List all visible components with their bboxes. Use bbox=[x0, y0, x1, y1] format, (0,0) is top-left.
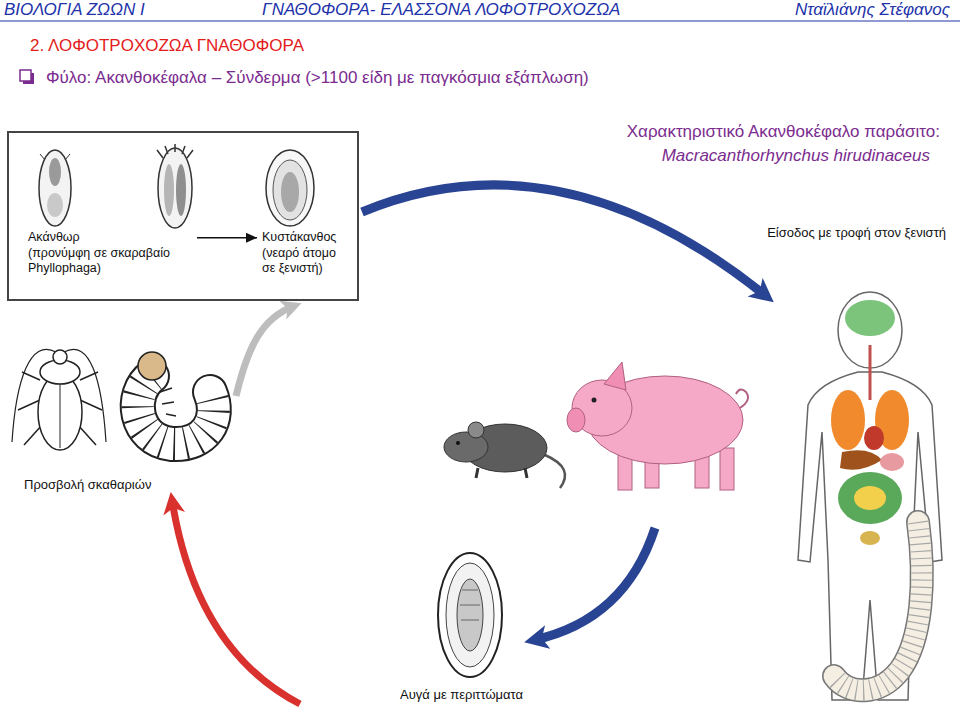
acanthor-larva bbox=[49, 158, 61, 186]
stage-name: Κυστάκανθος bbox=[262, 230, 352, 246]
developing-larva bbox=[157, 144, 193, 228]
egg bbox=[438, 553, 502, 677]
checkbox-bullet bbox=[20, 70, 31, 81]
cycle-arrow-to-eggs bbox=[534, 528, 655, 640]
cycle-arrow-to-host bbox=[362, 185, 766, 296]
human-organ-figure bbox=[880, 453, 904, 471]
cystacanth-larva bbox=[273, 160, 307, 220]
cystacanth-larva bbox=[266, 150, 314, 226]
slide-label: Προσβολή σκαθαριών bbox=[24, 478, 151, 493]
egg bbox=[446, 563, 494, 667]
cystacanth-larva bbox=[281, 172, 299, 212]
rat bbox=[444, 422, 565, 488]
human-organ-figure bbox=[840, 450, 882, 470]
slide-label: Φύλο: Ακανθοκέφαλα – Σύνδερμα (>1100 είδ… bbox=[46, 68, 589, 88]
acanthor-larva bbox=[40, 154, 45, 160]
slide-label: Είσοδος με τροφή στον ξενιστή bbox=[767, 226, 946, 241]
human-organ-figure bbox=[869, 345, 872, 400]
human-organ-figure bbox=[864, 426, 884, 450]
adult-worm bbox=[834, 522, 922, 690]
egg bbox=[438, 553, 502, 677]
beetle bbox=[38, 374, 82, 450]
pig bbox=[720, 448, 734, 490]
beetle-grub bbox=[138, 376, 214, 444]
developing-larva bbox=[176, 164, 186, 216]
human-organ-figure bbox=[838, 472, 902, 524]
cycle-arrow-to-host bbox=[362, 185, 766, 296]
cystacanth-larva bbox=[266, 150, 314, 226]
header-rule bbox=[0, 21, 960, 22]
adult-worm bbox=[834, 522, 922, 690]
slide-label: Νταϊλιάνης Στέφανος bbox=[795, 0, 950, 20]
pig bbox=[567, 362, 748, 490]
larval-stages-frame bbox=[8, 132, 358, 300]
slide-label: ΓΝΑΘΟΦΟΡΑ- ΕΛΑΣΣΟΝΑ ΛΟΦΟΤΡΟΧΟΖΩΑ bbox=[262, 0, 620, 20]
egg bbox=[460, 590, 480, 620]
slide-label: Χαρακτηριστικό Ακανθοκέφαλο παράσιτο: bbox=[627, 122, 940, 142]
slide-label: Macracanthorhynchus hirudinaceus bbox=[662, 146, 930, 166]
pig bbox=[592, 398, 597, 403]
rat bbox=[468, 422, 484, 438]
acanthor-larva bbox=[39, 150, 71, 226]
larval-stages-frame bbox=[8, 132, 358, 300]
section-title: 2. ΛΟΦΟΤΡΟΧΟΖΩΑ ΓΝΑΘΟΦΟΡΑ bbox=[30, 36, 304, 56]
pig bbox=[567, 408, 585, 432]
cycle-arrow-to-beetles bbox=[172, 500, 300, 704]
stage-note: (προνύμφη σε σκαραβαίο Phyllophaga) bbox=[28, 246, 193, 277]
header-rule bbox=[0, 21, 960, 22]
beetle-grub bbox=[138, 376, 214, 444]
slide-label: Αυγά με περιττώματα bbox=[400, 688, 523, 703]
pig bbox=[604, 362, 626, 390]
cycle-arrow-to-larvae bbox=[236, 306, 294, 396]
checkbox-bullet bbox=[20, 70, 34, 84]
beetle-grub bbox=[138, 352, 214, 444]
adult-worm bbox=[834, 522, 922, 690]
rat bbox=[476, 468, 527, 478]
acanthor-larva bbox=[47, 193, 63, 217]
beetle bbox=[53, 350, 67, 364]
beetle bbox=[60, 384, 61, 448]
human-organ-figure bbox=[831, 390, 865, 450]
stage-note: (νεαρό άτομο σε ξενιστή) bbox=[262, 246, 352, 277]
beetle bbox=[12, 349, 106, 450]
cycle-arrow-to-beetles bbox=[172, 500, 300, 704]
cycle-arrow-to-larvae bbox=[236, 306, 294, 396]
developing-larva bbox=[164, 164, 174, 216]
human-organ-figure bbox=[860, 531, 880, 545]
acanthor-larva bbox=[39, 150, 71, 226]
slide-label: ΒΙΟΛΟΓΙΑ ΖΩΩΝ Ι bbox=[4, 0, 145, 20]
adult-worm bbox=[834, 522, 922, 690]
stage-arrow bbox=[197, 237, 257, 239]
human-organ-figure bbox=[845, 300, 895, 336]
acanthor-larva bbox=[65, 154, 70, 160]
stage-name: Ακάνθωρ bbox=[28, 230, 193, 246]
human-organ-figure bbox=[798, 292, 942, 700]
beetle-grub bbox=[138, 376, 214, 444]
egg bbox=[457, 579, 483, 651]
rat bbox=[456, 441, 460, 445]
developing-larva bbox=[157, 144, 193, 158]
beetle-grub bbox=[138, 352, 166, 380]
stage-caption: Κυστάκανθος(νεαρό άτομο σε ξενιστή) bbox=[262, 230, 352, 277]
human-organ-figure bbox=[798, 372, 942, 700]
stage-caption: Ακάνθωρ(προνύμφη σε σκαραβαίο Phyllophag… bbox=[28, 230, 193, 277]
human-organ-figure bbox=[854, 486, 886, 510]
beetle-grub bbox=[160, 388, 176, 416]
cycle-arrow-to-eggs bbox=[534, 528, 655, 640]
rat bbox=[545, 455, 565, 488]
developing-larva bbox=[158, 148, 192, 228]
